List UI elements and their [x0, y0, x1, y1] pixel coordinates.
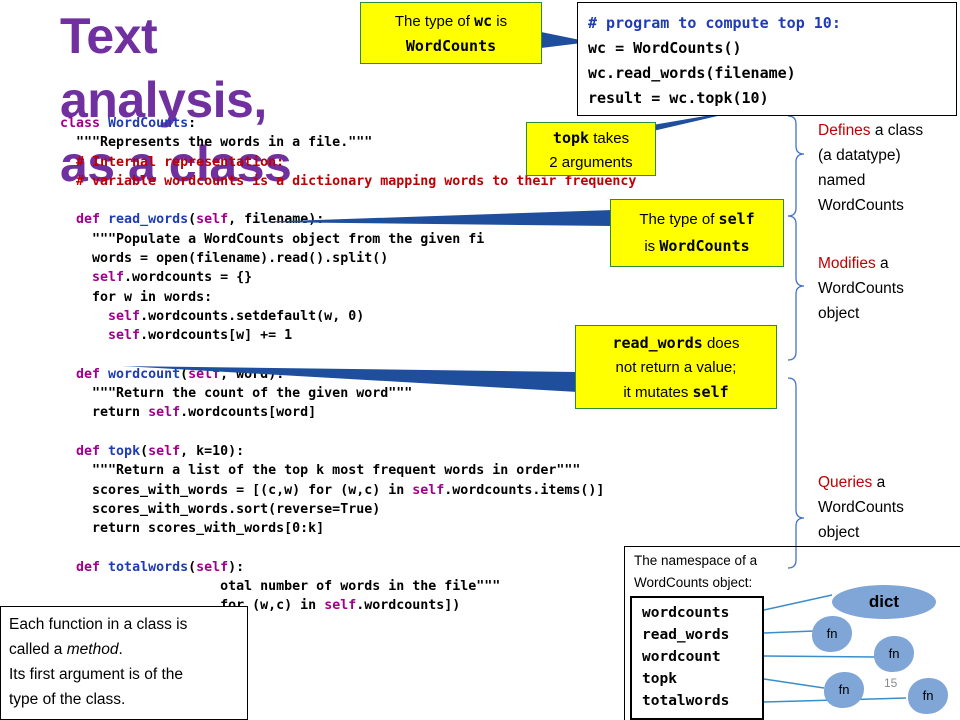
method-note-line-3: Its first argument is of the	[9, 666, 184, 683]
namespace-box: wordcounts read_words wordcount topk totalwo…	[630, 596, 764, 720]
code-line: """Return a list of the top k most frequ…	[60, 463, 581, 479]
code-line: """Populate a WordCounts object from the…	[60, 231, 485, 247]
arrow-topk	[763, 678, 825, 689]
page-number: 15	[884, 676, 898, 690]
callout-self-type: The type of self is WordCounts	[610, 199, 784, 267]
brace-defines	[787, 115, 805, 217]
note-queries: Queries a WordCounts object	[818, 474, 904, 541]
callout-read-words: read_words does not return a value; it m…	[575, 325, 777, 409]
callout-wc-type: The type of wc is WordCounts	[360, 2, 542, 64]
method-note-box: Each function in a class is called a met…	[0, 606, 248, 720]
method-note-line-2: called a method.	[9, 641, 123, 658]
code-line: """Represents the words in a file."""	[60, 135, 373, 151]
code-line: class WordCounts:	[60, 116, 197, 131]
code-line: def totalwords(self):	[60, 559, 245, 575]
code-line: words = open(filename).read().split()	[60, 251, 389, 267]
code-line: # variable wordcounts is a dictionary ma…	[60, 173, 637, 189]
code-line: """Return the count of the given word"""	[60, 386, 413, 402]
title-line-1: Text analysis,	[60, 8, 267, 128]
namespace-item-wordcount: wordcount	[642, 649, 721, 665]
code-line: self.wordcounts.setdefault(w, 0)	[60, 308, 365, 324]
arrow-wordcount	[763, 655, 877, 658]
code-line: def read_words(self, filename):	[60, 212, 325, 228]
title-line-2: as a class	[60, 136, 292, 192]
program-line-2: wc.read_words(filename)	[588, 64, 796, 82]
method-note-line-1: Each function in a class is	[9, 616, 188, 633]
callout-topk: topk takes 2 arguments	[526, 122, 656, 176]
program-comment: # program to compute top 10:	[588, 14, 841, 32]
method-note-line-4: type of the class.	[9, 691, 126, 708]
arrow-wordcounts	[763, 594, 833, 611]
slide-title: Text analysis, as a class	[60, 4, 360, 196]
namespace-caption: The namespace of a WordCounts object:	[634, 553, 758, 590]
dict-bubble: dict	[832, 585, 936, 619]
code-line: return self.wordcounts[word]	[60, 405, 317, 421]
code-line: scores_with_words = [(c,w) for (w,c) in …	[60, 482, 605, 498]
code-line: self.wordcounts[w] += 1	[60, 328, 293, 344]
code-line: # Internal representation:	[60, 154, 285, 170]
code-line: self.wordcounts = {}	[60, 270, 253, 286]
code-line: return scores_with_words[0:k]	[60, 521, 325, 537]
fn-bubble-4: fn	[908, 678, 948, 714]
code-listing: class WordCounts: """Represents the word…	[60, 114, 636, 616]
namespace-item-totalwords: totalwords	[642, 693, 730, 709]
code-line: otal number of words in the file"""	[60, 579, 501, 595]
fn-bubble-2: fn	[874, 636, 914, 672]
wc-pointer	[541, 32, 590, 48]
code-line: for w in words:	[60, 289, 213, 305]
code-line: def topk(self, k=10):	[60, 444, 245, 460]
program-line-1: wc = WordCounts()	[588, 39, 742, 57]
note-modifies: Modifies a WordCounts object	[818, 255, 904, 322]
namespace-item-wordcounts: wordcounts	[642, 605, 730, 621]
code-line: scores_with_words.sort(reverse=True)	[60, 501, 381, 517]
program-box: # program to compute top 10: wc = WordCou…	[577, 2, 957, 116]
self-pointer	[258, 210, 613, 226]
read-words-pointer	[122, 366, 578, 392]
brace-queries	[787, 377, 805, 569]
brace-modifies	[787, 215, 805, 361]
code-line: for (w,c) in self.wordcounts])	[220, 598, 461, 614]
note-defines: Defines a class (a datatype) named WordC…	[818, 122, 924, 214]
namespace-frame	[624, 546, 960, 720]
namespace-item-topk: topk	[642, 671, 677, 687]
fn-bubble-1: fn	[812, 616, 852, 652]
namespace-item-read_words: read_words	[642, 627, 730, 643]
arrow-read-words	[763, 630, 815, 634]
fn-bubble-3: fn	[824, 672, 864, 708]
program-line-3: result = wc.topk(10)	[588, 89, 769, 107]
